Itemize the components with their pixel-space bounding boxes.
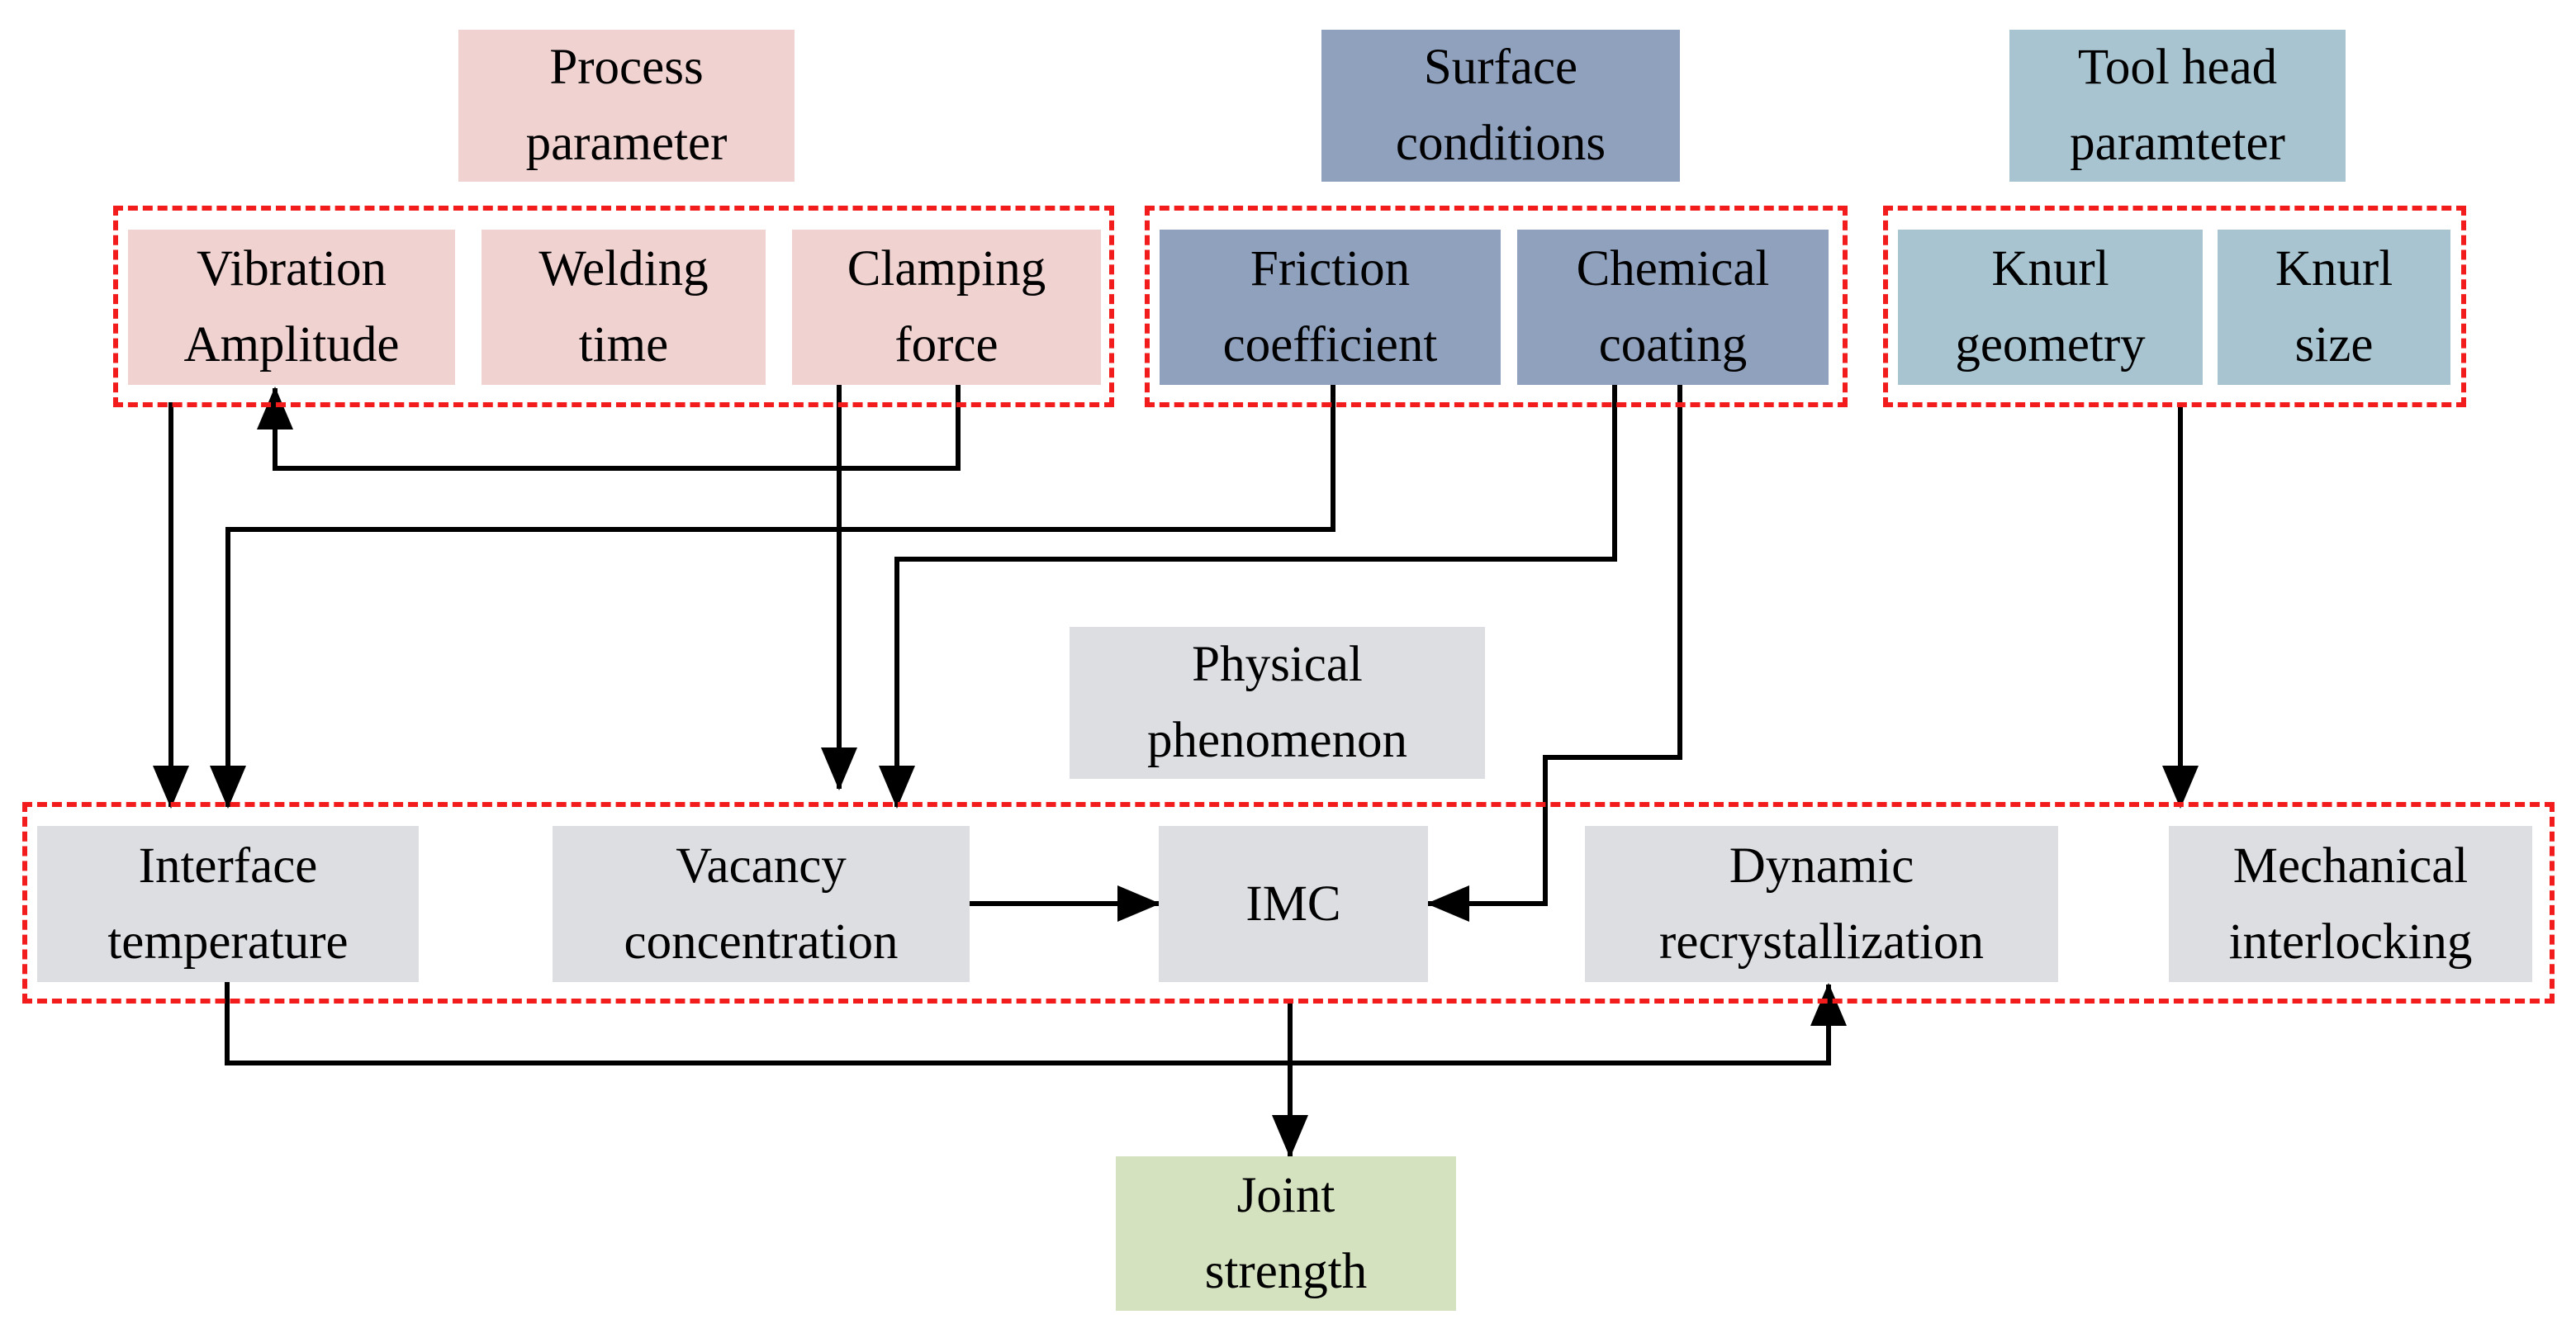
- welding-time-line2: time: [578, 317, 669, 373]
- knurl-geometry-line1: Knurl: [1991, 241, 2109, 297]
- knurl-geometry-line2: geometry: [1955, 317, 2146, 373]
- knurl-size-node: Knurl size: [2218, 230, 2450, 385]
- process-parameter-header: Process parameter: [458, 30, 795, 182]
- dynamic-recrystallization-node: Dynamic recrystallization: [1585, 826, 2058, 982]
- knurl-geometry-node: Knurl geometry: [1898, 230, 2203, 385]
- imc-node: IMC: [1159, 826, 1428, 982]
- imc-label: IMC: [1245, 876, 1341, 932]
- joint-strength-line1: Joint: [1236, 1167, 1335, 1223]
- dynamic-recrystallization-line1: Dynamic: [1729, 838, 1914, 894]
- vacancy-concentration-node: Vacancy concentration: [553, 826, 970, 982]
- joint-strength-node: Joint strength: [1116, 1156, 1456, 1311]
- vacancy-concentration-line2: concentration: [624, 914, 899, 970]
- vacancy-concentration-line1: Vacancy: [676, 838, 847, 894]
- knurl-size-line2: size: [2294, 317, 2374, 373]
- process-parameter-header-line1: Process: [549, 40, 704, 95]
- knurl-size-line1: Knurl: [2275, 241, 2393, 297]
- surface-conditions-header: Surface conditions: [1321, 30, 1680, 182]
- interface-temperature-line1: Interface: [138, 838, 318, 894]
- friction-coefficient-line2: coefficient: [1222, 317, 1438, 373]
- tool-head-parameter-header: Tool head paramteter: [2009, 30, 2346, 182]
- arrow-coating-to-imc: [1426, 385, 1682, 922]
- mechanical-interlocking-line1: Mechanical: [2232, 838, 2469, 894]
- mechanical-interlocking-node: Mechanical interlocking: [2169, 826, 2532, 982]
- tool-head-parameter-group: [1883, 206, 2466, 407]
- joint-strength-line2: strength: [1204, 1243, 1368, 1299]
- tool-head-parameter-header-line1: Tool head: [2077, 40, 2278, 95]
- surface-conditions-group: [1145, 206, 1848, 407]
- vibration-amplitude-node: Vibration Amplitude: [128, 230, 455, 385]
- clamping-force-line2: force: [894, 317, 999, 373]
- interface-temperature-line2: temperature: [107, 914, 349, 970]
- dynamic-recrystallization-line2: recrystallization: [1659, 914, 1984, 970]
- physical-phenomenon-header-line1: Physical: [1192, 637, 1363, 692]
- welding-time-line1: Welding: [538, 241, 709, 297]
- process-parameter-header-line2: parameter: [525, 116, 728, 171]
- physical-phenomenon-header-line2: phenomenon: [1146, 713, 1408, 768]
- interface-temperature-node: Interface temperature: [37, 826, 419, 982]
- process-parameter-group: [113, 206, 1114, 407]
- clamping-force-line1: Clamping: [847, 241, 1046, 297]
- vibration-amplitude-line1: Vibration: [196, 241, 387, 297]
- physical-phenomenon-group: [22, 802, 2555, 1004]
- surface-conditions-header-line1: Surface: [1423, 40, 1578, 95]
- chemical-coating-line1: Chemical: [1576, 241, 1770, 297]
- arrow-interface-temperature-to-recrystallization: [225, 982, 1847, 1065]
- vibration-amplitude-line2: Amplitude: [183, 317, 400, 373]
- physical-phenomenon-header: Physical phenomenon: [1070, 627, 1485, 779]
- friction-coefficient-node: Friction coefficient: [1160, 230, 1501, 385]
- welding-time-node: Welding time: [482, 230, 766, 385]
- arrow-clamping-to-vibration: [257, 385, 961, 471]
- chemical-coating-line2: coating: [1598, 317, 1748, 373]
- friction-coefficient-line1: Friction: [1250, 241, 1411, 297]
- tool-head-parameter-header-line2: paramteter: [2070, 116, 2285, 171]
- clamping-force-node: Clamping force: [792, 230, 1101, 385]
- mechanical-interlocking-line2: interlocking: [2228, 914, 2473, 970]
- arrow-coating-to-vacancy: [879, 385, 1617, 809]
- chemical-coating-node: Chemical coating: [1517, 230, 1829, 385]
- arrow-friction-to-interface-temperature: [210, 385, 1335, 809]
- surface-conditions-header-line2: conditions: [1395, 116, 1606, 171]
